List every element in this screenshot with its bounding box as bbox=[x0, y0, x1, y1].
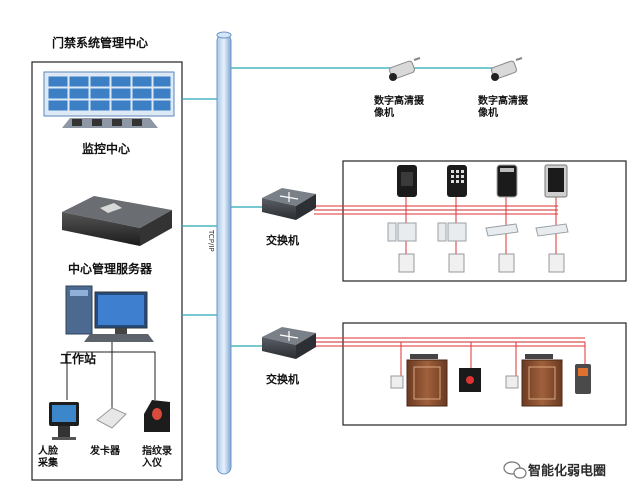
monitor-center-label: 监控中心 bbox=[82, 142, 131, 156]
exit-button-lower-2-icon bbox=[505, 375, 519, 389]
upper-device-box bbox=[342, 160, 627, 282]
bus-label: TCP/IP bbox=[207, 230, 215, 252]
wechat-icon bbox=[503, 461, 527, 479]
camera-2-icon bbox=[491, 57, 523, 81]
diagram-title: 门禁系统管理中心 bbox=[52, 36, 149, 50]
upper-locks bbox=[387, 222, 569, 242]
reader-upper-1-icon bbox=[397, 165, 417, 197]
card-issuer-icon bbox=[96, 407, 127, 429]
server-label: 中心管理服务器 bbox=[68, 262, 153, 276]
lower-controller-icon bbox=[459, 368, 481, 392]
exit-button-lower-1-icon bbox=[390, 375, 404, 389]
switch-upper-icon bbox=[262, 188, 316, 220]
camera-1-icon bbox=[389, 57, 421, 81]
reader-upper-2-icon bbox=[447, 165, 467, 197]
fingerprint-device-icon bbox=[144, 400, 170, 432]
workstation-peripheral-links bbox=[66, 340, 156, 408]
switch-lower-icon bbox=[262, 327, 316, 359]
watermark-text: 智能化弱电圈 bbox=[528, 464, 607, 479]
lower-device-box bbox=[342, 322, 627, 426]
lower-reader-icon bbox=[575, 364, 591, 394]
monitor-center-icon bbox=[43, 71, 175, 128]
face-capture-label: 人脸采集 bbox=[38, 446, 58, 469]
watermark: 智能化弱电圈 bbox=[500, 460, 606, 479]
reader-upper-4-icon bbox=[544, 164, 568, 198]
switch-lower-label: 交换机 bbox=[266, 373, 299, 386]
card-issuer-label: 发卡器 bbox=[90, 446, 120, 457]
door-1-icon bbox=[406, 354, 448, 407]
lower-control-wires bbox=[314, 337, 586, 378]
upper-exit-buttons bbox=[398, 253, 565, 273]
camera-1-label: 数字高清摄像机 bbox=[374, 96, 424, 119]
camera-2-label: 数字高清摄像机 bbox=[478, 96, 528, 119]
face-capture-icon bbox=[49, 402, 79, 440]
workstation-label: 工作站 bbox=[60, 352, 97, 366]
door-2-icon bbox=[521, 354, 563, 407]
fingerprint-device-label: 指纹录入仪 bbox=[142, 446, 172, 469]
tcpip-bus bbox=[216, 31, 232, 475]
switch-upper-label: 交换机 bbox=[266, 234, 299, 247]
server-icon bbox=[62, 196, 172, 246]
reader-upper-3-icon bbox=[496, 164, 518, 198]
workstation-icon bbox=[65, 285, 154, 342]
upper-control-wires bbox=[314, 196, 558, 262]
management-center-box bbox=[31, 61, 183, 481]
